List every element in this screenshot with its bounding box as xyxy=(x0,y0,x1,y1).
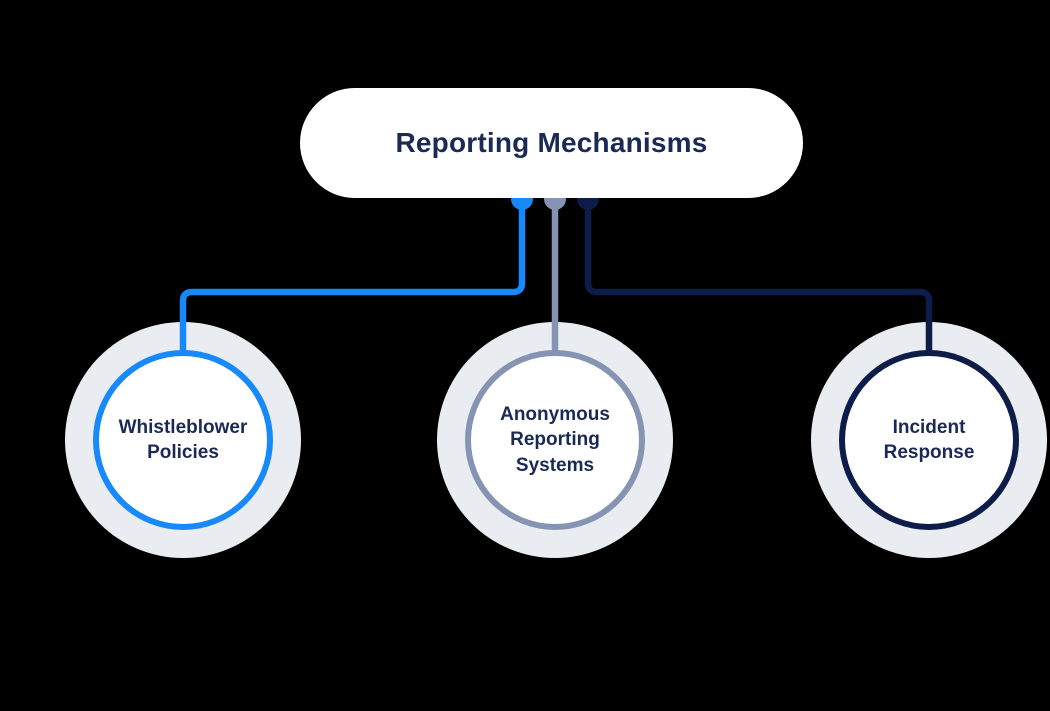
node-circle-anonymous-reporting-systems: Anonymous Reporting Systems xyxy=(465,350,645,530)
node-circle-whistleblower-policies: Whistleblower Policies xyxy=(93,350,273,530)
node-label-incident-response: Incident Response xyxy=(883,416,975,463)
root-node-label: Reporting Mechanisms xyxy=(395,127,708,158)
node-circle-incident-response: Incident Response xyxy=(839,350,1019,530)
node-label-whistleblower-policies: Whistleblower Policies xyxy=(118,416,248,463)
root-node: Reporting Mechanisms xyxy=(300,88,803,198)
connector-incident xyxy=(584,199,933,356)
connector-whistleblower xyxy=(179,199,526,356)
node-label-anonymous-reporting-systems: Anonymous Reporting Systems xyxy=(500,404,610,476)
